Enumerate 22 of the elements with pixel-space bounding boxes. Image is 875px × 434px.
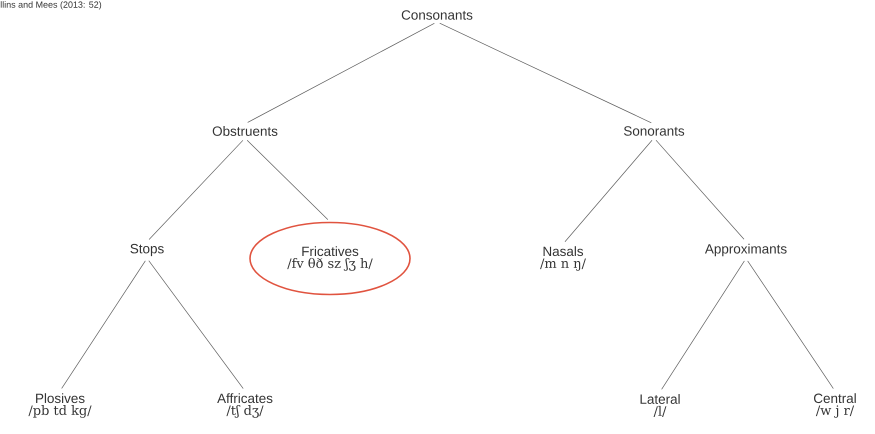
category-label: Affricates /tʃ dʒ/ <box>217 393 272 418</box>
branch-line <box>439 22 652 124</box>
branch-line <box>661 260 745 390</box>
category-label: Sonorants <box>624 126 684 136</box>
branch-line <box>148 140 244 240</box>
branch-line <box>247 23 435 123</box>
branch-line <box>246 140 328 220</box>
category-label: Obstruents <box>212 126 278 136</box>
category-label: Lateral /l/ <box>640 394 680 417</box>
branch-line <box>564 140 652 242</box>
category-label: Plosives /pb td kg/ <box>28 393 92 418</box>
branch-line <box>656 140 744 240</box>
category-label: Stops <box>130 244 164 256</box>
branch-line <box>148 260 244 389</box>
highlighted-category: Fricatives /fv θð sz ʃʒ h/ <box>249 222 411 296</box>
category-label: Consonants <box>402 10 472 20</box>
category-label: Central /w j r/ <box>814 393 856 418</box>
branch-line <box>61 260 146 389</box>
branch-line <box>747 260 834 389</box>
category-label: Approximants <box>704 244 787 256</box>
source-note: llins and Mees (2013: 52) <box>0 1 102 10</box>
category-label: Nasals /m n ŋ/ <box>540 246 586 271</box>
